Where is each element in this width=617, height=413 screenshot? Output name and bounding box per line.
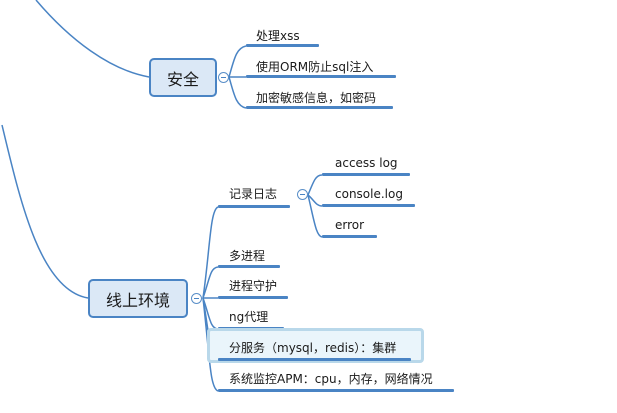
leaf-xss[interactable]: 处理xss [256,29,300,43]
connector-xianshang-apm [202,297,219,392]
leaf-error-underline [322,235,377,238]
connector-rizhi-error [307,194,323,238]
leaf-jilurizhi-underline [218,205,290,208]
topic-anquan-label: 安全 [166,69,199,89]
leaf-console-underline [322,204,415,207]
collapse-toggle-rizhi-icon[interactable] [297,189,308,200]
leaf-split-underline [218,358,411,361]
selected-node-highlight[interactable] [207,328,424,363]
leaf-multiproc[interactable]: 多进程 [229,249,266,263]
leaf-jilurizhi[interactable]: 记录日志 [229,187,278,201]
connector-root-anquan [35,0,150,78]
leaf-guard-underline [218,296,288,299]
leaf-guard[interactable]: 进程守护 [229,279,278,293]
connector-rizhi-console [307,194,323,207]
leaf-access-log[interactable]: access log [335,156,398,170]
topic-xianshang[interactable]: 线上环境 [88,279,188,318]
leaf-apm-underline [218,389,454,392]
leaf-encrypt[interactable]: 加密敏感信息，如密码 [256,91,377,105]
leaf-ng[interactable]: ng代理 [229,310,269,324]
topic-anquan[interactable]: 安全 [149,58,217,97]
connector-rizhi-access [307,174,323,196]
leaf-orm-underline [246,75,396,78]
connector-xianshang-rizhi [202,206,219,299]
leaf-console-log[interactable]: console.log [335,187,403,201]
leaf-apm[interactable]: 系统监控APM：cpu，内存，网络情况 [229,372,433,386]
connector-anquan-xss [228,45,247,78]
collapse-toggle-xianshang-icon[interactable] [191,293,202,304]
connector-root-xianshang [1,124,89,299]
topic-xianshang-label: 线上环境 [105,290,170,310]
leaf-xss-underline [246,44,319,47]
leaf-encrypt-underline [246,106,393,109]
connector-anquan-encrypt [228,76,247,109]
leaf-split-services[interactable]: 分服务（mysql，redis）：集群 [229,341,397,355]
connector-xianshang-multi [202,266,219,299]
leaf-orm[interactable]: 使用ORM防止sql注入 [256,60,374,74]
collapse-toggle-anquan-icon[interactable] [218,72,229,83]
leaf-error[interactable]: error [335,218,365,232]
leaf-multiproc-underline [218,265,280,268]
leaf-access-underline [322,173,410,176]
